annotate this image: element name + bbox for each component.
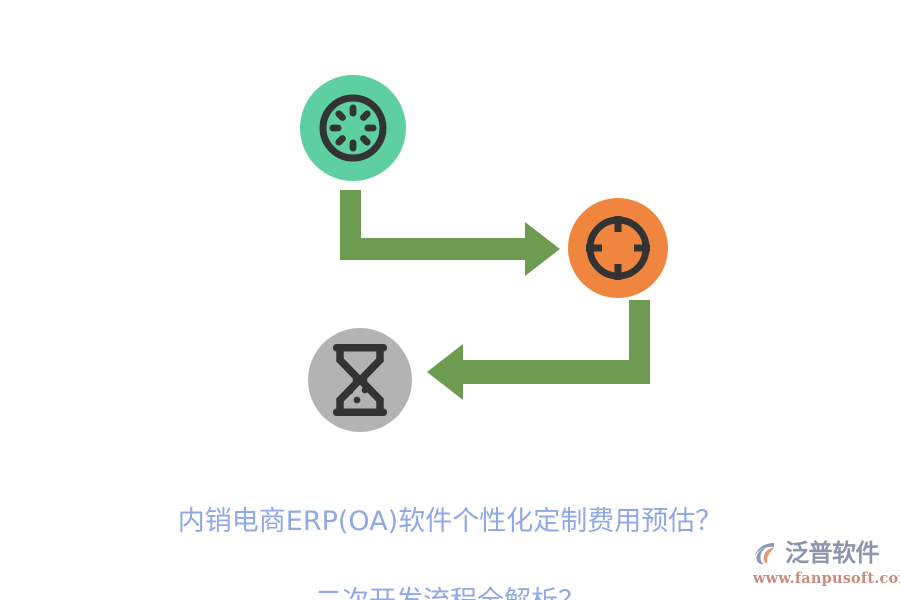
fanpu-logo-icon xyxy=(755,543,775,565)
loading-spinner-icon xyxy=(319,94,387,162)
hourglass-icon xyxy=(333,344,387,416)
connector-arrow-left xyxy=(427,300,650,400)
watermark-brand-row: 泛普软件 xyxy=(752,536,896,570)
node-hourglass-badge xyxy=(308,328,412,432)
watermark-url-text: www.fanpusoft.com xyxy=(753,570,900,587)
caption-text-block: 内销电商ERP(OA)软件个性化定制费用预估？ 二次开发流程全解析？ xyxy=(0,462,900,600)
connector-arrow-right xyxy=(340,190,560,276)
caption-line-1: 内销电商ERP(OA)软件个性化定制费用预估？ xyxy=(177,506,723,537)
watermark: 泛普软件 www.fanpusoft.com xyxy=(752,536,900,592)
caption-line-2: 二次开发流程全解析？ xyxy=(0,582,900,600)
watermark-brand-text: 泛普软件 xyxy=(785,539,880,567)
node-loading-spinner-badge xyxy=(300,75,406,181)
target-crosshair-icon xyxy=(586,216,650,280)
node-target-badge xyxy=(568,198,668,298)
